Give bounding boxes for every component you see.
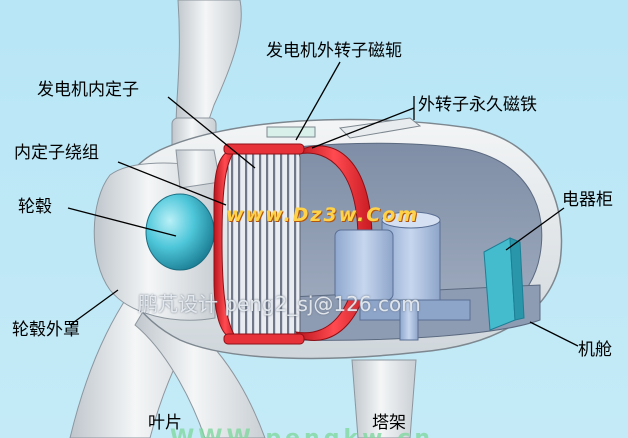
leader-stator-winding — [117, 161, 227, 206]
leader-permanent-magnet — [311, 107, 415, 149]
rotor-band-bottom — [223, 333, 305, 345]
leader-nacelle — [529, 321, 579, 347]
rotor-band-top — [223, 143, 305, 155]
hub-shape — [145, 193, 215, 271]
leader-lines — [67, 61, 579, 347]
label-hub: 轮毂 — [18, 197, 52, 217]
cabinet-side — [509, 237, 525, 321]
leader-outer-rotor-yoke — [295, 61, 341, 141]
label-electrical-cabinet: 电器柜 — [562, 190, 613, 210]
tower-shape — [351, 359, 417, 438]
label-nacelle: 机舱 — [578, 340, 612, 360]
leader-cabinet — [505, 207, 565, 251]
main-bearing-top — [381, 211, 441, 229]
watermark-center: www.Dz3w.Com — [226, 204, 420, 226]
leader-hub-cover — [69, 289, 119, 326]
label-blade: 叶片 — [148, 413, 182, 433]
label-tower: 塔架 — [372, 413, 406, 433]
upper-blade-shape — [175, 0, 242, 129]
watermark-credit: 鹏芃设计 peng2_sj@126.com — [138, 292, 421, 316]
label-inner-stator-winding: 内定子绕组 — [14, 143, 99, 163]
label-outer-rotor-permanent-magnet: 外转子永久磁铁 — [418, 95, 537, 115]
roof-sensor — [266, 126, 316, 138]
label-generator-inner-stator: 发电机内定子 — [37, 80, 139, 100]
leader-inner-stator — [167, 96, 256, 169]
watermark-bottom: WWW.pengkw.cn — [170, 426, 434, 438]
support-post — [399, 299, 419, 341]
leader-hub — [67, 207, 177, 237]
label-hub-cover: 轮毂外罩 — [12, 320, 80, 340]
blade-root-collar — [175, 149, 221, 189]
label-generator-outer-rotor-yoke: 发电机外转子磁轭 — [266, 41, 402, 61]
